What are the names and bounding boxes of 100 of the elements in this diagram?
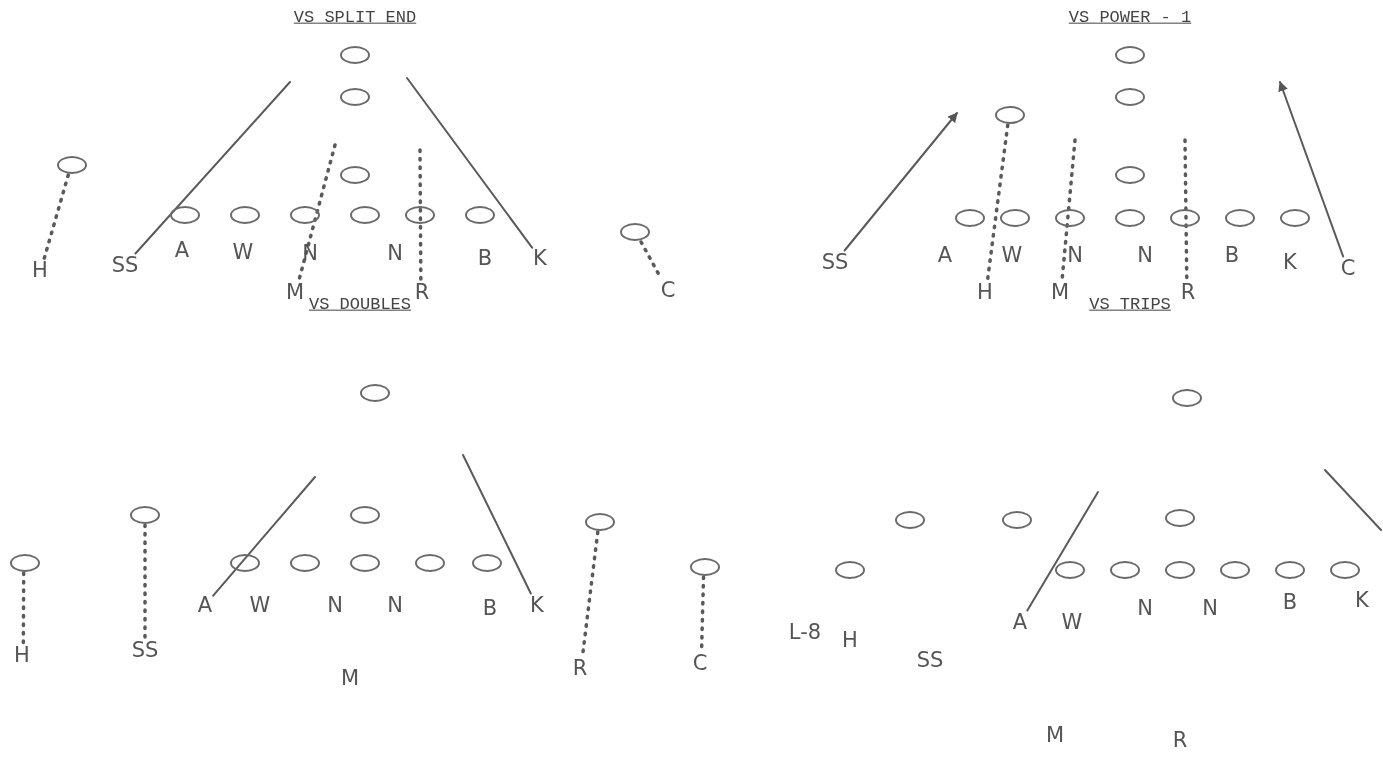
position-letter: N: [1067, 244, 1083, 266]
position-letter: L-8: [788, 621, 822, 643]
player-circle: [1115, 209, 1145, 227]
route-line: [134, 81, 291, 255]
player-circle: [1115, 166, 1145, 184]
player-circle: [340, 46, 370, 64]
player-circle: [130, 506, 160, 524]
player-circle: [290, 206, 320, 224]
player-circle: [1002, 511, 1032, 529]
position-letter: N: [1137, 597, 1153, 619]
route-line: [1026, 491, 1099, 612]
position-letter: H: [14, 644, 30, 666]
dotted-line: [42, 173, 70, 261]
position-letter: SS: [916, 649, 944, 671]
player-circle: [585, 513, 615, 531]
dotted-line: [21, 571, 26, 646]
position-letter: SS: [821, 251, 849, 273]
position-letter: K: [530, 594, 544, 616]
position-letter: K: [1355, 589, 1369, 611]
dotted-line: [985, 123, 1010, 283]
position-letter: A: [937, 244, 953, 266]
position-letter: SS: [111, 254, 139, 276]
player-circle: [1220, 561, 1250, 579]
player-circle: [1172, 389, 1202, 407]
player-circle: [340, 166, 370, 184]
player-circle: [465, 206, 495, 224]
player-circle: [620, 223, 650, 241]
player-circle: [1275, 561, 1305, 579]
position-letter: M: [1045, 724, 1065, 746]
player-circle: [340, 88, 370, 106]
position-letter: N: [1137, 244, 1153, 266]
position-letter: A: [197, 594, 213, 616]
position-letter: SS: [131, 639, 159, 661]
player-circle: [360, 384, 390, 402]
position-letter: N: [302, 242, 318, 264]
position-letter: R: [414, 281, 430, 303]
position-letter: W: [249, 594, 271, 616]
position-letter: C: [1340, 257, 1356, 279]
dotted-line: [418, 148, 423, 283]
player-circle: [995, 106, 1025, 124]
position-letter: A: [174, 239, 190, 261]
formation-heading: VS TRIPS: [1089, 295, 1171, 315]
player-circle: [955, 209, 985, 227]
position-letter: C: [660, 279, 676, 301]
player-circle: [1115, 46, 1145, 64]
position-letter: W: [232, 241, 254, 263]
position-letter: N: [327, 594, 343, 616]
formation-heading: VS SPLIT END: [293, 8, 417, 28]
route-line: [462, 454, 532, 595]
player-circle: [472, 554, 502, 572]
player-circle: [170, 206, 200, 224]
player-circle: [1225, 209, 1255, 227]
position-letter: W: [1061, 611, 1083, 633]
formation-heading: VS DOUBLES: [309, 295, 411, 315]
player-circle: [415, 554, 445, 572]
position-letter: R: [572, 657, 588, 679]
player-circle: [1000, 209, 1030, 227]
player-circle: [1165, 509, 1195, 527]
player-circle: [1330, 561, 1360, 579]
player-circle: [1115, 88, 1145, 106]
player-circle: [895, 511, 925, 529]
player-circle: [1055, 561, 1085, 579]
position-letter: A: [1012, 611, 1028, 633]
position-letter: N: [1202, 597, 1218, 619]
position-letter: B: [477, 247, 493, 269]
position-letter: H: [977, 281, 993, 303]
position-letter: N: [387, 594, 403, 616]
player-circle: [690, 558, 720, 576]
formation-heading: VS POWER - 1: [1068, 8, 1192, 28]
dotted-line: [297, 143, 337, 283]
route-line: [212, 476, 316, 597]
player-circle: [350, 506, 380, 524]
player-circle: [230, 554, 260, 572]
player-circle: [57, 156, 87, 174]
player-circle: [10, 554, 40, 572]
player-circle: [290, 554, 320, 572]
player-circle: [230, 206, 260, 224]
position-letter: M: [340, 667, 360, 689]
player-circle: [1165, 561, 1195, 579]
player-circle: [350, 206, 380, 224]
position-letter: H: [32, 259, 48, 281]
player-circle: [405, 206, 435, 224]
player-circle: [1055, 209, 1085, 227]
player-circle: [1170, 209, 1200, 227]
position-letter: H: [842, 629, 858, 651]
player-circle: [1280, 209, 1310, 227]
position-letter: R: [1172, 729, 1188, 751]
position-letter: N: [387, 242, 403, 264]
position-letter: C: [692, 652, 708, 674]
position-letter: B: [1224, 244, 1240, 266]
position-letter: B: [1282, 591, 1298, 613]
position-letter: M: [1050, 281, 1070, 303]
arrow: [843, 112, 958, 252]
route-line: [406, 77, 534, 249]
arrow: [1278, 81, 1345, 258]
player-circle: [835, 561, 865, 579]
position-letter: M: [285, 281, 305, 303]
position-letter: R: [1180, 281, 1196, 303]
dotted-line: [143, 523, 147, 641]
position-letter: W: [1001, 244, 1023, 266]
